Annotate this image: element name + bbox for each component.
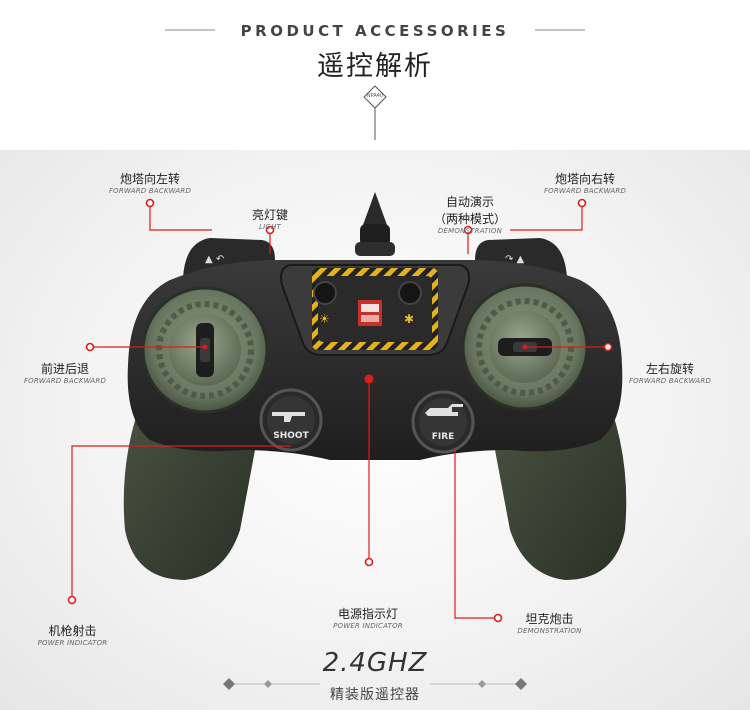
light-symbol-icon: ☀ <box>319 312 330 326</box>
callout-turret-left-cn: 炮塔向左转 <box>119 172 180 186</box>
product-stage: ▲ ↶ ↷ ▲ ☀ ✱ <box>0 150 750 710</box>
callout-light: 亮灯键 LIGHT <box>225 206 315 231</box>
callout-tank-cannon-cn: 坦克炮击 <box>525 612 574 626</box>
callout-demo: 自动演示 （两种模式） DEMONSTRATION <box>415 193 525 235</box>
callout-turret-right-en: FORWARD BACKWARD <box>543 187 627 195</box>
header-title-en: PRODUCT ACCESSORIES <box>240 22 510 40</box>
gamepad-illustration: ▲ ↶ ↷ ▲ ☀ ✱ <box>67 192 627 690</box>
callout-rotate-en: FORWARD BACKWARD <box>628 377 712 385</box>
fire-label: FIRE <box>432 432 455 442</box>
callout-forward-back: 前进后退 FORWARD BACKWARD <box>15 360 115 385</box>
callout-forward-back-en: FORWARD BACKWARD <box>23 377 107 385</box>
antenna <box>355 192 395 256</box>
callout-turret-right-cn: 炮塔向右转 <box>554 172 615 186</box>
callout-demo-cn: 自动演示 <box>445 195 494 209</box>
callout-machine-gun: 机枪射击 POWER INDICATOR <box>25 622 120 647</box>
svg-text:▲ ↶: ▲ ↶ <box>205 254 224 265</box>
power-indicator-led <box>364 374 374 384</box>
callout-demo-cn2: （两种模式） <box>433 212 506 226</box>
brand-logo <box>358 300 382 326</box>
callout-turret-left-en: FORWARD BACKWARD <box>108 187 192 195</box>
callout-power-cn: 电源指示灯 <box>337 607 398 621</box>
product-subtitle: 精装版遥控器 <box>330 687 420 703</box>
svg-text:↷ ▲: ↷ ▲ <box>505 254 525 265</box>
callout-machine-gun-en: POWER INDICATOR <box>37 639 108 647</box>
callout-forward-back-cn: 前进后退 <box>40 362 89 376</box>
left-joystick <box>141 286 269 414</box>
callout-rotate-cn: 左右旋转 <box>645 362 694 376</box>
footer-decoration <box>223 678 527 690</box>
shoot-button: SHOOT <box>259 388 323 452</box>
gear-symbol-icon: ✱ <box>404 312 414 326</box>
demo-button <box>398 281 422 305</box>
callout-light-cn: 亮灯键 <box>251 208 288 222</box>
header: PRODUCT ACCESSORIES 遥控解析 NPA40 <box>0 0 750 150</box>
light-button <box>313 281 337 305</box>
callout-turret-left: 炮塔向左转 FORWARD BACKWARD <box>95 170 205 195</box>
header-title-cn: 遥控解析 <box>317 51 433 82</box>
shoot-label: SHOOT <box>273 431 309 441</box>
callout-tank-cannon-en: DEMONSTRATION <box>517 627 582 635</box>
frequency-label: 2.4GHZ <box>322 648 428 678</box>
callout-turret-right: 炮塔向右转 FORWARD BACKWARD <box>530 170 640 195</box>
header-badge: NPA40 <box>366 93 384 99</box>
callout-dots <box>67 198 613 623</box>
callout-demo-en: DEMONSTRATION <box>437 227 503 235</box>
callout-power: 电源指示灯 POWER INDICATOR <box>318 605 418 630</box>
header-decoration <box>165 29 585 140</box>
callout-lines <box>71 203 608 619</box>
callout-machine-gun-cn: 机枪射击 <box>48 624 97 638</box>
callout-power-en: POWER INDICATOR <box>333 622 403 630</box>
callout-tank-cannon: 坦克炮击 DEMONSTRATION <box>502 610 597 635</box>
fire-button: FIRE <box>411 390 475 454</box>
callout-rotate: 左右旋转 FORWARD BACKWARD <box>620 360 720 385</box>
callout-light-en: LIGHT <box>259 223 281 231</box>
